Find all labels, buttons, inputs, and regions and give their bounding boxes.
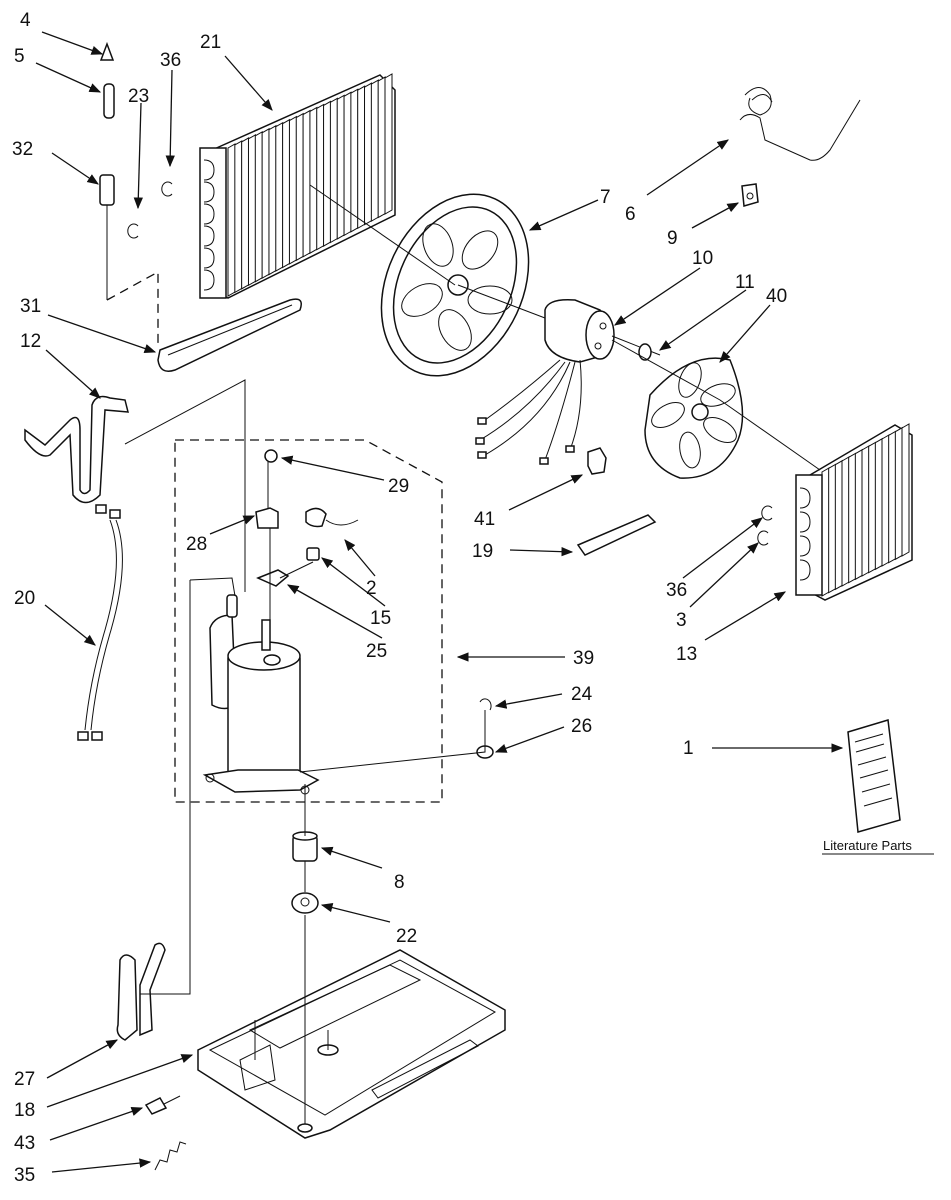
coil-fin xyxy=(302,109,311,258)
blower-wheel xyxy=(644,357,744,479)
callout-6: 6 xyxy=(625,204,636,225)
coil-fin xyxy=(874,437,883,571)
coil-fin xyxy=(861,445,870,577)
coil-fin xyxy=(336,94,345,240)
callout-24: 24 xyxy=(571,684,593,705)
coil-fin xyxy=(854,448,863,581)
callout-4: 4 xyxy=(20,10,31,31)
coil-fin xyxy=(357,85,366,230)
callout-18: 18 xyxy=(14,1100,35,1121)
callout-32: 32 xyxy=(12,139,33,160)
callout-26: 26 xyxy=(571,716,592,737)
callout-12: 12 xyxy=(20,331,41,352)
coil-fin xyxy=(261,127,270,280)
callout-20: 20 xyxy=(14,588,35,609)
literature-parts-label: Literature Parts xyxy=(823,838,912,853)
callout-23: 23 xyxy=(128,86,149,107)
suction-tube xyxy=(24,395,129,504)
coil-fin xyxy=(275,121,284,272)
callout-15: 15 xyxy=(370,608,391,629)
callout-10: 10 xyxy=(692,248,713,269)
callout-31: 31 xyxy=(20,296,41,317)
compressor-kit-box xyxy=(174,439,443,803)
mounting-hardware xyxy=(291,698,494,914)
coil-fin xyxy=(234,140,243,294)
coil-fin xyxy=(316,103,325,251)
coil-fin xyxy=(828,463,837,594)
coil-fin xyxy=(247,134,256,287)
coil-fin xyxy=(241,137,250,290)
coil-fin xyxy=(364,82,373,226)
capillary-tube xyxy=(157,298,302,372)
clips xyxy=(127,181,773,546)
callout-43: 43 xyxy=(14,1133,35,1154)
callout-25: 25 xyxy=(366,641,387,662)
support-rod xyxy=(739,87,861,207)
coil-fin xyxy=(848,452,857,584)
coil-fin xyxy=(268,124,277,276)
coil-fin xyxy=(834,459,843,591)
coil-fin xyxy=(888,430,897,564)
leader-arrows xyxy=(35,31,844,1173)
callout-21: 21 xyxy=(200,32,221,53)
callout-13: 13 xyxy=(676,644,697,665)
callout-39: 39 xyxy=(573,648,594,669)
coil-fin xyxy=(323,100,332,247)
coil-fin xyxy=(282,118,291,269)
base-pan xyxy=(197,949,506,1139)
callout-29: 29 xyxy=(388,476,409,497)
fan-motor xyxy=(475,298,661,465)
coil-fin xyxy=(288,115,297,265)
callout-36: 36 xyxy=(160,50,181,71)
callout-19: 19 xyxy=(472,541,493,562)
callout-41: 41 xyxy=(474,509,495,530)
coil-fin xyxy=(370,79,379,222)
coil-fin xyxy=(227,143,236,297)
literature-booklet xyxy=(822,719,934,855)
compressor-terminals xyxy=(255,449,359,620)
callout-8: 8 xyxy=(394,872,405,893)
discharge-tube xyxy=(116,942,166,1041)
callout-27: 27 xyxy=(14,1069,35,1090)
coil-fin xyxy=(377,76,386,219)
drier-assembly xyxy=(99,41,115,300)
coil-fin xyxy=(901,423,910,557)
coil-fin xyxy=(295,112,304,262)
callout-9: 9 xyxy=(667,228,678,249)
callout-28: 28 xyxy=(186,534,207,555)
callout-22: 22 xyxy=(396,926,417,947)
callout-3: 3 xyxy=(676,610,687,631)
callout-11: 11 xyxy=(735,272,755,293)
coil-fin xyxy=(350,88,359,233)
callout-2: 2 xyxy=(366,578,377,599)
coil-fin xyxy=(821,467,830,597)
callout-35: 35 xyxy=(14,1165,35,1186)
wire-harness xyxy=(77,504,123,741)
compressor xyxy=(202,594,320,795)
small-parts xyxy=(144,447,657,1171)
coil-fin xyxy=(841,456,850,587)
coil-fin xyxy=(384,73,393,215)
condenser-coil xyxy=(199,73,396,299)
callout-7: 7 xyxy=(600,187,611,208)
coil-fin xyxy=(881,434,890,567)
coil-fin xyxy=(329,97,338,244)
callout-1: 1 xyxy=(683,738,694,759)
callout-labels: 4 5 23 36 21 32 31 12 20 27 18 43 35 7 6… xyxy=(12,10,912,1186)
coil-fin xyxy=(343,91,352,237)
coil-fin xyxy=(894,426,903,561)
callout-5: 5 xyxy=(14,46,25,67)
coil-fin xyxy=(254,130,263,283)
evaporator-coil xyxy=(795,423,913,601)
coil-fin xyxy=(309,106,318,255)
callout-40: 40 xyxy=(766,286,787,307)
coil-fin xyxy=(868,441,877,574)
callout-36b: 36 xyxy=(666,580,687,601)
